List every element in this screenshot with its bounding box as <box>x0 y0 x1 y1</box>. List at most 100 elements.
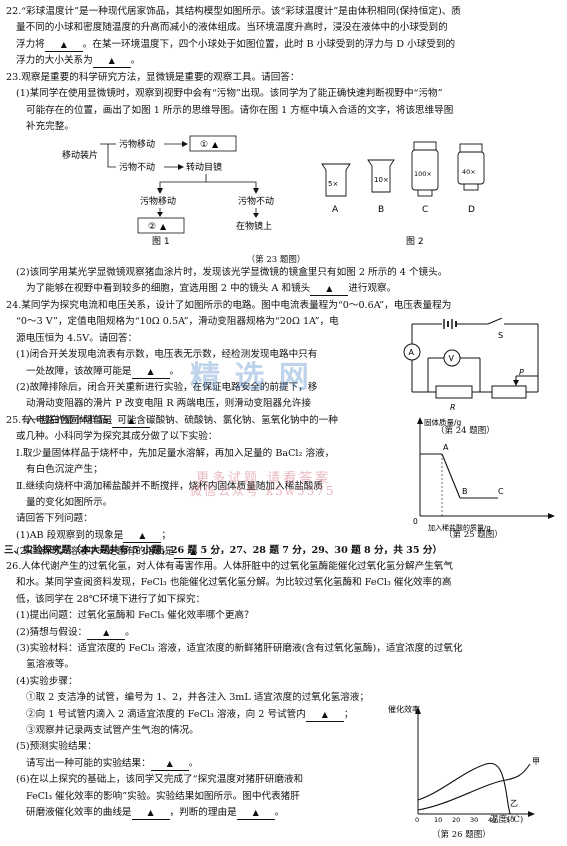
lens-b-letter: B <box>378 205 384 215</box>
q24-line-4: (1)闭合开关发现电流表有示数，电压表无示数，经检测发现电路中只有 <box>16 349 318 361</box>
question-23: 23.观察是重要的科学研究方法，显微镜是重要的观察工具。请回答： (1)某同学在… <box>6 70 558 136</box>
triangle-mark: ▲ <box>321 709 328 719</box>
lens-c-letter: C <box>422 205 428 215</box>
watermark-text-1: 更多试题 请看答案 <box>196 471 332 486</box>
q25-line-5: Ⅱ.继续向烧杯中滴加稀盐酸并不断搅拌，烧杯内固体质量随加入稀盐酸质 <box>16 480 323 492</box>
answer-blank[interactable]: ▲ <box>123 530 162 543</box>
resistor-icon <box>435 385 473 399</box>
triangle-mark: ▲ <box>147 366 154 376</box>
answer-blank[interactable]: ▲ <box>150 758 189 771</box>
q24-line-6: (2)故障排除后，闭合开关重新进行实验，在保证电路安全的前提下，移 <box>16 382 318 394</box>
q25-line-8: (1)AB 段观察到的现象是 <box>16 529 124 541</box>
section-3-text: 三、实验探究题（本大题共有 5 小题，26 题 5 分，27、28 题 7 分，… <box>4 545 443 556</box>
q26-tick: 50 <box>506 816 514 824</box>
lens-a: 5× A <box>321 163 351 215</box>
circuit-figure: S A R P V <box>403 318 539 412</box>
voltmeter-label: V <box>449 354 455 363</box>
q25-point-a: A <box>443 443 449 452</box>
answer-blank[interactable]: ▲ <box>131 366 170 379</box>
triangle-mark: ▲ <box>160 222 167 231</box>
q26-p2: (2)猜想与假设： <box>16 626 88 638</box>
question-23-part-2: (2)该同学用某光学显微镜观察猪血涂片时，发现该光学显微镜的镜盒里只有如图 2 … <box>6 265 558 298</box>
slider-label: P <box>519 368 524 377</box>
q26-tick: 40 <box>488 816 496 824</box>
q25-line-2: 或几种。小科同学为探究其成分做了以下实验： <box>16 431 218 443</box>
q26-curve-yi <box>417 763 531 811</box>
q24-line-2: “0～3 V”，定值电阻规格为“10Ω 0.5A”，滑动变阻器规格为“20Ω 1… <box>16 316 339 328</box>
question-25: 25.有一包白色固体样品，可能含碳酸钠、硫酸钠、氯化钠、氢氧化钠中的一种 或几种… <box>6 413 558 561</box>
answer-blank[interactable]: ▲ <box>305 709 344 722</box>
q25-line-3: Ⅰ.取少量固体样品于烧杯中，先加足量水溶解，再加入足量的 BaCl₂ 溶液， <box>16 447 335 459</box>
q26-curve-jia <box>417 762 511 815</box>
q26-s3: ③观察并记录两支试管产生气泡的情况。 <box>26 725 199 737</box>
q22-line-1: 22.“彩球温度计”是一种现代居家饰品，其结构模型如图所示。该“彩球温度计”是由… <box>6 6 461 17</box>
lens-d-letter: D <box>468 205 475 215</box>
answer-blank[interactable]: ▲ <box>44 39 83 52</box>
resistor-label: R <box>450 403 456 412</box>
q25-line-1: 25.有一包白色固体样品，可能含碳酸钠、硫酸钠、氯化钠、氢氧化钠中的一种 <box>6 415 338 426</box>
q25-line-7: 请回答下列问题： <box>16 513 93 525</box>
lens-c-mark: 100× <box>414 170 432 178</box>
answer-blank[interactable]: ▲ <box>131 807 170 821</box>
mindmap-box-1[interactable] <box>189 135 237 152</box>
figure-25-caption: （第 25 题图） <box>444 530 503 540</box>
q26-p6d: ，判断的理由是 <box>169 807 237 819</box>
answer-blank[interactable]: ▲ <box>87 627 126 640</box>
lens-d: 40× D <box>457 143 485 215</box>
q26-p6c: 研磨液催化效率的曲线是 <box>26 807 132 819</box>
lens-a-mark: 5× <box>328 180 338 188</box>
q23-line-1: 23.观察是重要的科学研究方法，显微镜是重要的观察工具。请回答： <box>6 72 300 83</box>
lens-b-mark: 10× <box>374 176 389 184</box>
mindmap-moved-2: 污物移动 <box>140 195 176 207</box>
triangle-mark: ▲ <box>252 808 259 818</box>
q26-p6a: (6)在以上探究的基础上，该同学又完成了“探究温度对猪肝研磨液和 <box>16 774 304 786</box>
mindmap-start: 移动装片 <box>62 149 98 161</box>
triangle-mark: ▲ <box>60 39 67 49</box>
q26-s2: ②向 1 号试管内滴入 2 滴适宜浓度的 FeCl₃ 溶液，向 2 号试管内 <box>26 708 306 720</box>
q25-ylabel: 固体质量/g <box>424 417 462 427</box>
mindmap-box-2[interactable] <box>137 217 185 234</box>
answer-blank[interactable]: ▲ <box>112 415 151 428</box>
figure-23-caption: （第 23 题图） <box>246 255 306 265</box>
lenses-figure: 5× A 10× B 100× C 40× D 图 2 <box>321 141 485 247</box>
q26-tick: 0 <box>415 816 419 824</box>
q26-line-2: 和水。某同学查阅资料发现，FeCl₃ 也能催化过氧化氢分解。为比较过氧化氢酶和 … <box>16 577 452 589</box>
q22-line-3: 浮力将 <box>16 38 45 50</box>
triangle-mark: ▲ <box>147 808 154 818</box>
answer-blank[interactable]: ▲ <box>236 807 275 821</box>
q24-line-7: 动滑动变阻器的滑片 P 改变电阻 R 两端电压，则滑动变阻器允许接 <box>26 398 311 410</box>
figure-24-caption: （第 24 题图） <box>436 426 495 436</box>
mindmap-not-moved-2: 污物不动 <box>238 195 274 207</box>
q23-line-3: 可能存在的位置，画出了如图 1 所示的思维导图。请你在图 1 方框中填入合适的文… <box>26 104 454 116</box>
answer-blank[interactable]: ▲ <box>92 55 131 69</box>
q25-origin: 0 <box>413 517 418 526</box>
q24-line-8: 入电路的最小阻值是 <box>26 414 113 426</box>
mindmap-rotate: 转动目镜 <box>186 161 222 173</box>
q26-tick: 20 <box>452 816 460 824</box>
q23-part2-line-3: 进行观察。 <box>348 283 397 295</box>
lens-a-letter: A <box>332 205 339 215</box>
q22-line-2: 量不同的小球和密度随温度的升高而减小的液体组成。当环境温度升高时，浸没在液体中的… <box>16 22 448 34</box>
triangle-mark: ▲ <box>190 547 197 557</box>
mindmap-not-moved: 污物不动 <box>119 161 155 173</box>
q26-tick: 10 <box>434 816 442 824</box>
q23-line-4: 补充完整。 <box>26 121 74 133</box>
answer-blank[interactable]: ▲ <box>174 546 213 560</box>
triangle-mark: ▲ <box>212 140 219 149</box>
q25-segment-ab <box>441 453 461 499</box>
q23-part2-line-1: (2)该同学用某光学显微镜观察猪血涂片时，发现该光学显微镜的镜盒里只有如图 2 … <box>16 267 448 278</box>
figure-2-caption: 图 2 <box>406 236 424 247</box>
q26-p5b: 请写出一种可能的实验结果： <box>26 757 151 769</box>
answer-blank[interactable]: ▲ <box>310 283 349 297</box>
q23-line-2: (1)某同学在使用显微镜时，观察到视野中会有“污物”出现。该同学为了能正确快速判… <box>16 88 443 100</box>
q25-graph: 固体质量/g 0 A B C 加入稀盐酸的质量/g <box>413 417 555 532</box>
triangle-mark: ▲ <box>139 530 146 540</box>
q25-point-b: B <box>462 487 468 496</box>
q25-line-9: (2)C 点时，溶液中一定含有的溶质是 <box>16 546 175 558</box>
triangle-mark: ▲ <box>166 758 173 768</box>
q26-p3b: 氢溶液等。 <box>26 659 74 671</box>
q23-part2-line-2: 为了能够在视野中看到较多的细胞，宜选用图 2 中的镜头 A 和镜头 <box>26 283 311 295</box>
figure-1-caption: 图 1 <box>152 236 170 246</box>
q24-line-5: 一处故障，该故障可能是 <box>26 365 132 377</box>
